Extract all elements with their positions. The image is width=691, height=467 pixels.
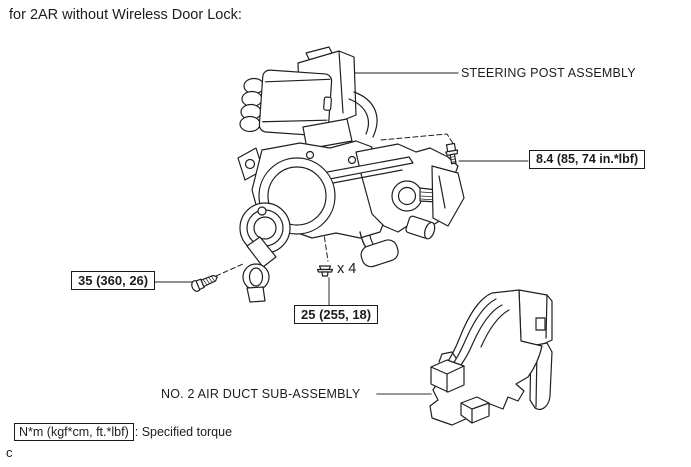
dashed-pointer-lines [215,133,455,277]
air-duct-drawing [429,289,553,426]
torque-legend-description: : Specified torque [134,425,233,439]
steering-post-assembly-drawing [237,46,465,303]
bolt-icon [445,142,459,165]
torque-legend: N*m (kgf*cm, ft.*lbf) : Specified torque [14,423,232,441]
torque-unit-box: N*m (kgf*cm, ft.*lbf) [14,423,134,441]
air-duct-label: NO. 2 AIR DUCT SUB-ASSEMBLY [161,387,361,401]
screw-icon [191,274,218,292]
torque-spec-left-screw: 35 (360, 26) [71,271,156,290]
torque-spec-lower-nuts: 25 (255, 18) [294,305,379,324]
page-title: for 2AR without Wireless Door Lock: [9,7,242,23]
steering-post-assembly-label: STEERING POST ASSEMBLY [461,66,636,80]
footnote-marker: c [6,445,13,460]
nut-quantity-note: x 4 [337,261,357,277]
torque-spec-upper-bolt: 8.4 (85, 74 in.*lbf) [529,150,646,169]
nut-icon [316,265,334,277]
